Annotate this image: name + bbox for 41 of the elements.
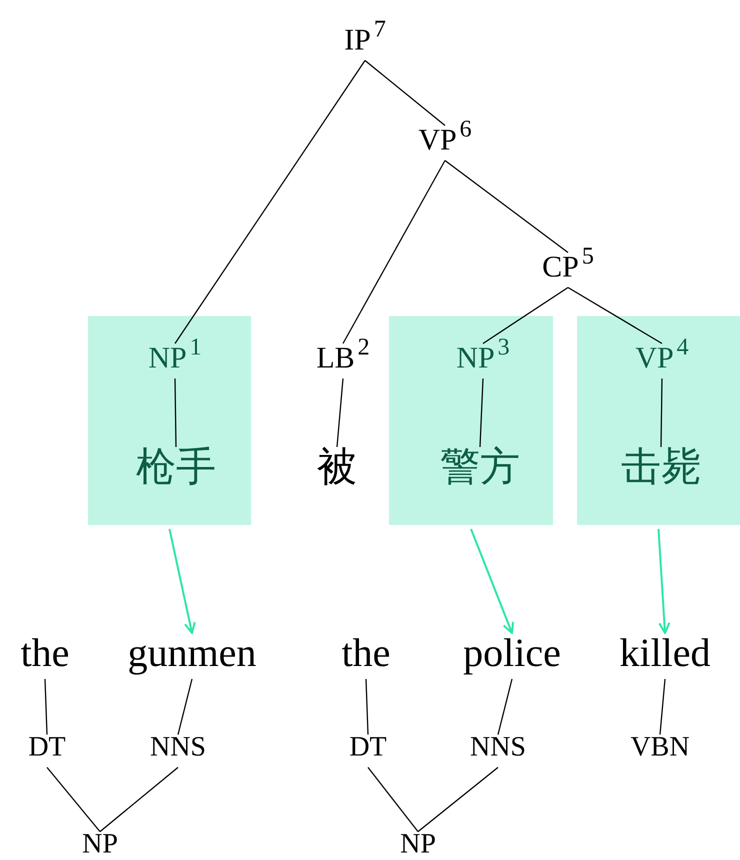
highlight-box — [577, 316, 740, 525]
arrow — [470, 528, 514, 634]
pos-tag: VBN — [630, 732, 690, 764]
highlight-box — [389, 316, 553, 525]
tree-branch — [177, 678, 193, 735]
tree-branch — [568, 286, 662, 344]
english-word: gunmen — [128, 631, 256, 675]
chinese-word: 击毙 — [621, 445, 701, 489]
pos-tag: NP — [82, 830, 118, 860]
tree-branch — [659, 678, 666, 735]
pos-tag: NNS — [150, 732, 206, 764]
arrow — [658, 528, 670, 634]
tree-branch — [364, 60, 446, 126]
pos-tag: NP — [400, 830, 436, 860]
english-word: killed — [619, 631, 711, 675]
chinese-word: 被 — [317, 445, 357, 489]
tree-branch — [365, 678, 369, 735]
tree-branch — [342, 160, 446, 344]
pos-tag: DT — [28, 732, 66, 764]
pos-tag: DT — [349, 732, 387, 764]
tree-branch — [336, 378, 344, 448]
arrow — [168, 528, 196, 634]
tree-branch — [46, 767, 100, 832]
tree-branch — [660, 378, 663, 447]
english-word: the — [20, 631, 70, 675]
english-word: the — [342, 631, 390, 675]
tree-branch — [44, 678, 48, 735]
tree-branch — [479, 378, 484, 448]
chinese-word: 枪手 — [136, 445, 216, 489]
pos-tag: NNS — [470, 732, 526, 764]
highlight-box — [88, 316, 251, 525]
tree-branch — [497, 678, 513, 735]
tree-branch — [368, 767, 418, 832]
tree-branch — [418, 766, 498, 832]
tree-branch — [174, 378, 177, 447]
tree-branch — [100, 766, 178, 832]
chinese-word: 警方 — [440, 445, 520, 489]
english-word: police — [463, 631, 561, 675]
tree-branch — [482, 287, 568, 344]
tree-branch — [174, 60, 366, 344]
tree-branch — [444, 160, 568, 253]
